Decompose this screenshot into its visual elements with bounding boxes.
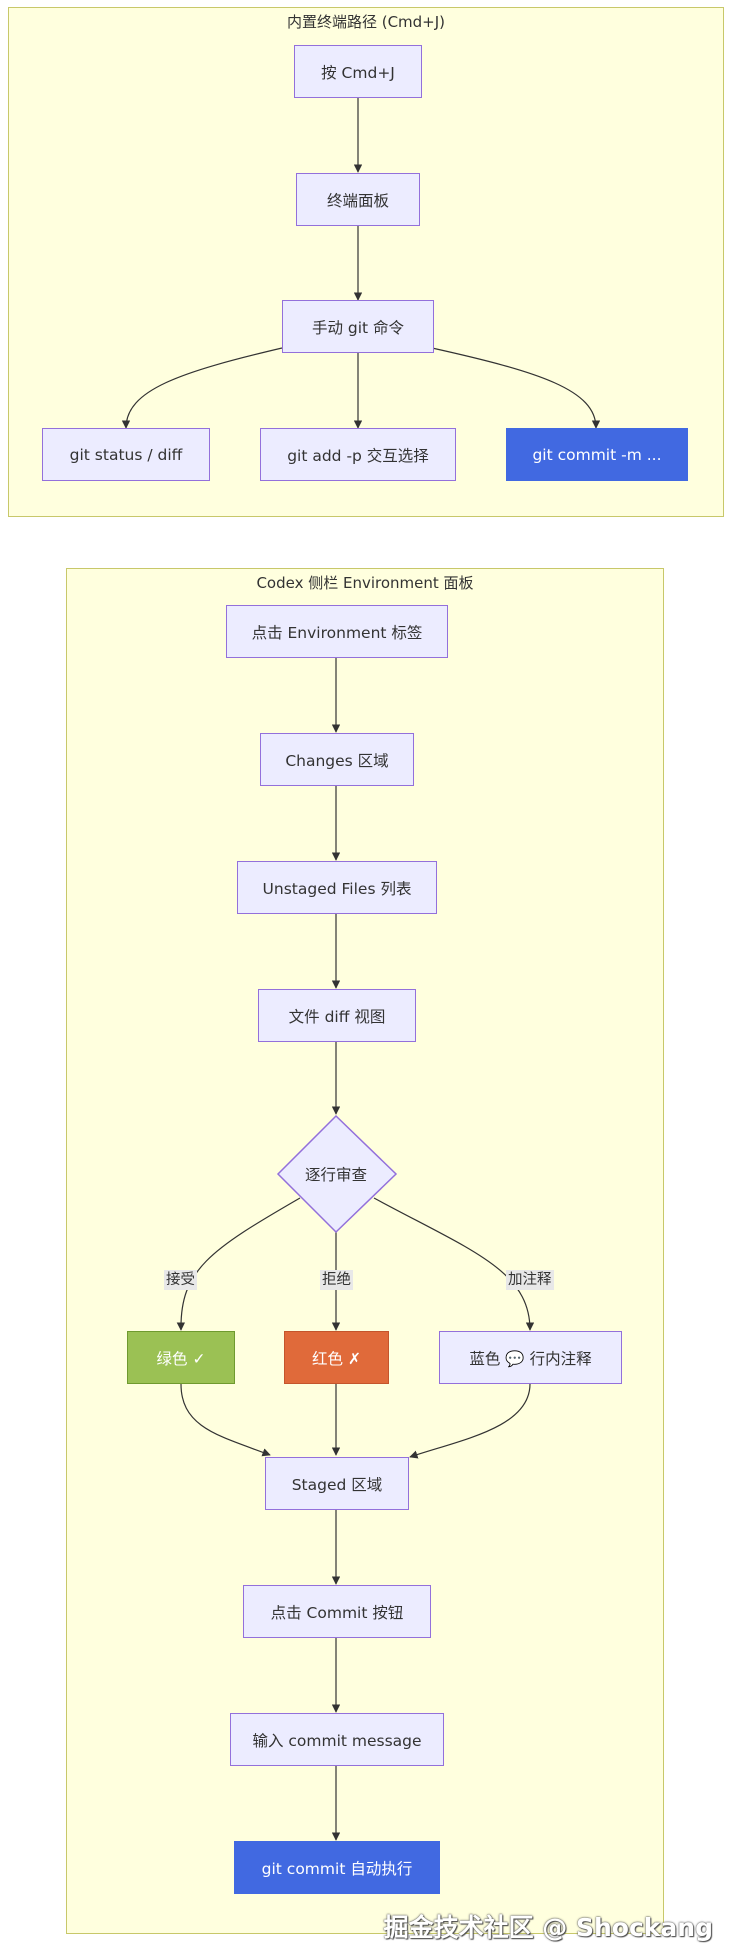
node-label: 绿色 ✓ (156, 1349, 206, 1368)
edge (409, 1383, 531, 1459)
staged-node: Staged 区域 (265, 1457, 409, 1510)
node-label: 蓝色 💬 行内注释 (469, 1349, 592, 1368)
file-diff-node: 文件 diff 视图 (258, 989, 416, 1042)
edge-label-accept: 接受 (164, 1270, 197, 1290)
edge (373, 1197, 535, 1331)
click-commit-node: 点击 Commit 按钮 (243, 1585, 431, 1638)
node-label: 文件 diff 视图 (288, 1007, 386, 1026)
cluster-title: Codex 侧栏 Environment 面板 (256, 574, 474, 592)
node-label: 按 Cmd+J (321, 63, 395, 82)
manual-git-node: 手动 git 命令 (282, 300, 434, 353)
cluster-title: 内置终端路径 (Cmd+J) (286, 13, 446, 31)
edge (121, 347, 283, 429)
node-label: 手动 git 命令 (311, 318, 405, 337)
edge-label-reject: 拒绝 (320, 1270, 353, 1290)
watermark: 掘金技术社区 @ Shockang (383, 1913, 713, 1942)
node-label: Staged 区域 (291, 1475, 383, 1494)
edge (180, 1383, 271, 1457)
environment-panel-cluster: Codex 侧栏 Environment 面板 (66, 568, 664, 1934)
green-accept-node: 绿色 ✓ (127, 1331, 235, 1384)
edge (176, 1197, 301, 1331)
blue-annotate-node: 蓝色 💬 行内注释 (439, 1331, 622, 1384)
edge (431, 347, 601, 429)
node-label: 点击 Environment 标签 (251, 623, 423, 642)
node-label: 红色 ✗ (312, 1349, 361, 1368)
node-label: git status / diff (69, 445, 183, 464)
node-label: Unstaged Files 列表 (262, 879, 412, 898)
git-add-node: git add -p 交互选择 (260, 428, 456, 481)
git-commit-m-node: git commit -m ... (506, 428, 688, 481)
node-label: git commit -m ... (532, 445, 662, 464)
auto-commit-node: git commit 自动执行 (234, 1841, 440, 1894)
node-label: git commit 自动执行 (261, 1859, 413, 1878)
node-label: 终端面板 (326, 191, 389, 210)
changes-node: Changes 区域 (260, 733, 414, 786)
decision-diamond (276, 1114, 398, 1234)
terminal-panel-node: 终端面板 (296, 173, 420, 226)
input-message-node: 输入 commit message (230, 1713, 444, 1766)
click-environment-node: 点击 Environment 标签 (226, 605, 448, 658)
node-label: 点击 Commit 按钮 (270, 1603, 404, 1622)
edge-label-annotate: 加注释 (506, 1270, 554, 1290)
line-review-decision: 逐行审查 (286, 1160, 386, 1188)
press-cmd-j-node: 按 Cmd+J (294, 45, 422, 98)
node-label: Changes 区域 (285, 751, 389, 770)
red-reject-node: 红色 ✗ (284, 1331, 389, 1384)
unstaged-files-node: Unstaged Files 列表 (237, 861, 437, 914)
node-label: git add -p 交互选择 (287, 446, 429, 465)
node-label: 输入 commit message (252, 1731, 422, 1750)
git-status-node: git status / diff (42, 428, 210, 481)
node-label: 逐行审查 (304, 1166, 367, 1184)
